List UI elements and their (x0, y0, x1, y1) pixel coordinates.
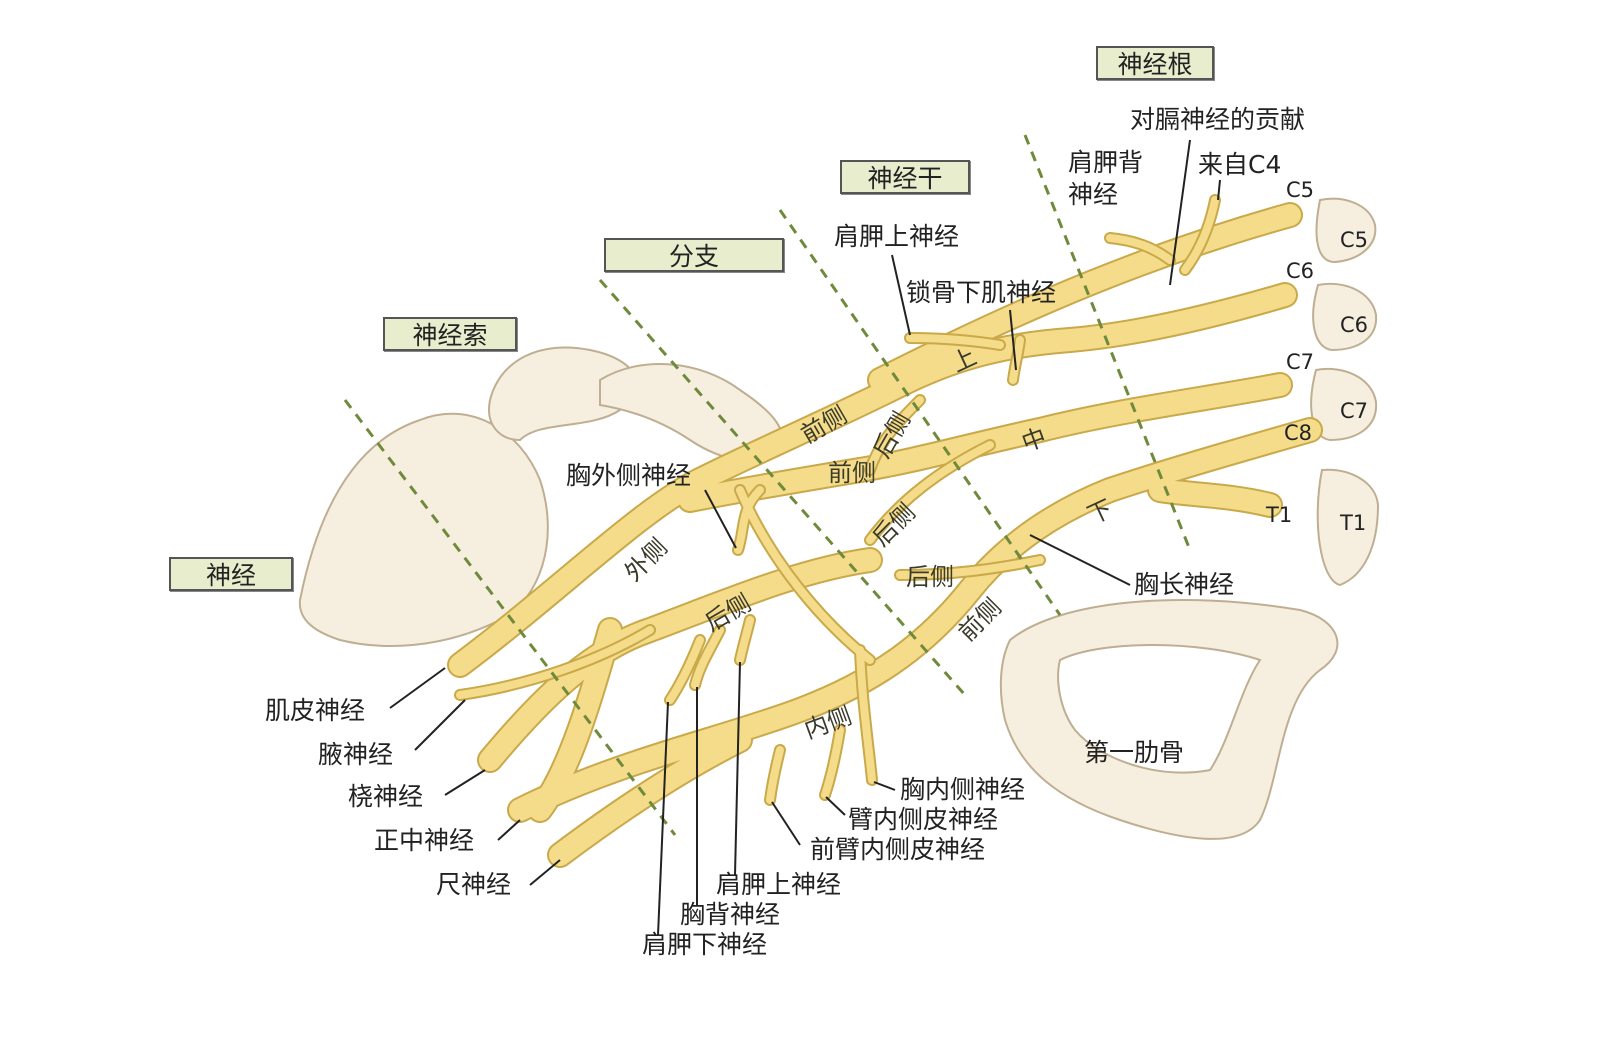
label-c7-vertebra: C7 (1340, 399, 1369, 423)
vertebra-c5 (1315, 197, 1377, 264)
leader-musculocutaneous (389, 667, 446, 709)
suprascapular-nerve (906, 334, 1004, 349)
label-dorsal-scapular-2: 神经 (1068, 180, 1119, 209)
label-phrenic-contribution: 对膈神经的贡献 (1130, 105, 1306, 134)
section-dividers (343, 134, 1192, 836)
divider-roots (1023, 134, 1192, 551)
label-ulnar: 尺神经 (436, 870, 512, 899)
section-roots: 神经根 (1096, 46, 1214, 80)
label-anterior-middle: 前侧 (828, 459, 876, 487)
leader-lateral-pectoral (704, 489, 737, 549)
section-nerves: 神经 (169, 557, 293, 591)
lower-subscapular-nerve (666, 636, 704, 704)
label-t1-spinal: T1 (1266, 503, 1293, 527)
leader-medial-brachial (825, 796, 846, 816)
leader-upper-subscapular (734, 661, 741, 876)
vertebra-t1 (1316, 468, 1380, 587)
vertebra-c6 (1312, 282, 1378, 352)
label-long-thoracic: 胸长神经 (1134, 570, 1235, 599)
root-c8 (959, 419, 1321, 601)
upper-subscapular-nerve (736, 616, 754, 664)
medial-brachial-cutaneous-nerve (821, 726, 844, 799)
leader-lines (389, 139, 1221, 936)
dorsal-scapular-nerve (1106, 234, 1174, 264)
leader-axillary (414, 699, 466, 751)
leader-radial (444, 769, 486, 796)
leader-medial-pectoral (873, 781, 896, 791)
label-radial: 桡神经 (348, 782, 424, 811)
label-c5-spinal: C5 (1286, 178, 1315, 202)
label-suprascapular-top: 肩胛上神经 (834, 222, 960, 251)
label-from-c4: 来自C4 (1198, 150, 1282, 179)
lateral-pectoral-nerve (734, 486, 764, 554)
leader-medial-antebrachial (771, 801, 801, 846)
section-cords: 神经索 (383, 317, 517, 351)
root-c6 (889, 284, 1296, 396)
label-t1-vertebra: T1 (1340, 511, 1367, 535)
label-first-rib: 第一肋骨 (1084, 738, 1185, 767)
lateral-root-of-median (736, 486, 874, 664)
label-lateral-pectoral: 胸外侧神经 (566, 461, 692, 490)
label-c6-vertebra: C6 (1340, 313, 1369, 337)
lower-trunk-anterior (509, 579, 981, 821)
leader-ulnar (529, 859, 561, 886)
label-subclavius: 锁骨下肌神经 (906, 278, 1057, 307)
leader-long-thoracic (1029, 534, 1131, 586)
label-c6-spinal: C6 (1286, 259, 1315, 283)
divider-cords (343, 399, 677, 836)
leader-median (497, 819, 521, 841)
label-c8-spinal: C8 (1284, 421, 1313, 445)
subclavius-nerve (1009, 336, 1024, 384)
posterior-division-middle (866, 441, 994, 544)
axillary-nerve (456, 626, 654, 699)
label-medial-antebrachial-cutaneous: 前臂内侧皮神经 (810, 835, 986, 864)
upper-trunk (449, 374, 911, 676)
medial-pectoral-nerve (856, 646, 876, 784)
leader-lower-subscapular (657, 701, 669, 936)
nerves (447, 194, 1323, 868)
first-rib-inner (1057, 644, 1262, 774)
label-c7-spinal: C7 (1286, 350, 1315, 374)
label-upper-subscapular: 肩胛上神经 (716, 870, 842, 899)
thoracodorsal-nerve (691, 626, 724, 689)
label-lower-subscapular: 肩胛下神经 (642, 930, 768, 959)
root-c7 (849, 374, 1291, 481)
section-divisions: 分支 (604, 238, 784, 272)
label-thoracodorsal: 胸背神经 (680, 900, 781, 929)
label-medial-brachial-cutaneous: 臂内侧皮神经 (848, 805, 999, 834)
medial-antebrachial-cutaneous-nerve (766, 746, 784, 804)
leader-phrenic (1169, 139, 1191, 286)
leader-suprascapular-top (891, 254, 911, 336)
label-posterior-lower: 后侧 (906, 563, 954, 591)
ulnar-nerve (549, 729, 751, 866)
root-t1 (1149, 479, 1281, 516)
bones (298, 197, 1380, 840)
leader-c4 (1217, 179, 1221, 201)
label-median: 正中神经 (374, 826, 475, 855)
divider-divisions (598, 279, 967, 696)
posterior-division-lower (896, 556, 1044, 579)
label-musculocutaneous: 肌皮神经 (265, 696, 366, 725)
label-c5-vertebra: C5 (1340, 228, 1369, 252)
section-trunks: 神经干 (840, 160, 970, 194)
label-dorsal-scapular-1: 肩胛背 (1068, 148, 1144, 177)
vertebra-c7 (1310, 368, 1378, 442)
leader-subclavius (1009, 309, 1017, 371)
root-c5 (869, 204, 1301, 391)
label-axillary: 腋神经 (318, 740, 394, 769)
label-medial-pectoral: 胸内侧神经 (900, 775, 1026, 804)
c4-contribution (1181, 196, 1219, 274)
